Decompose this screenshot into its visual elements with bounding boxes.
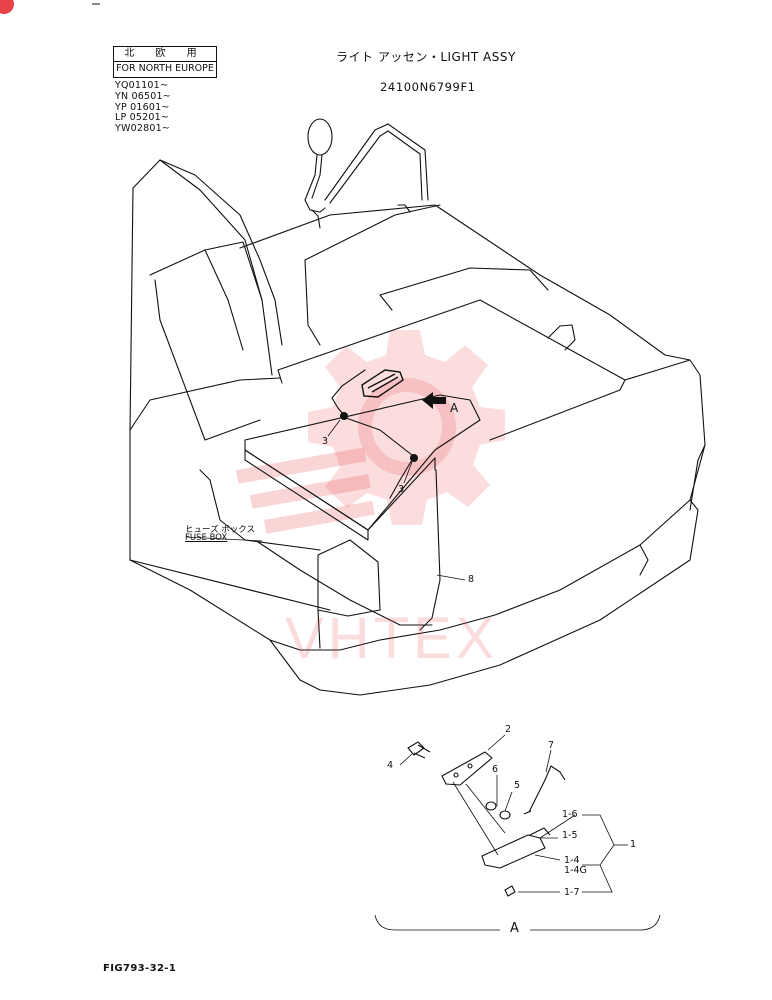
clamp-marks bbox=[340, 412, 418, 462]
machine-outline bbox=[129, 118, 706, 696]
view-a-label: A bbox=[450, 401, 459, 415]
detail-callout-1-6: 1-6 bbox=[562, 809, 578, 820]
main-leaders bbox=[185, 419, 466, 581]
region-box: 北 欧 用 FOR NORTH EUROPE bbox=[113, 46, 217, 78]
detail-a-parts bbox=[407, 741, 566, 897]
detail-callout-5: 5 bbox=[514, 780, 521, 791]
page-title: ライト アッセン・LIGHT ASSY bbox=[336, 50, 516, 64]
detail-callout-1-5: 1-5 bbox=[562, 830, 578, 841]
serial-list: YQ01101~ YN 06501~ YP 01601~ LP 05201~ Y… bbox=[115, 80, 171, 135]
detail-leaders bbox=[374, 734, 661, 931]
callout-8: 8 bbox=[468, 574, 475, 585]
detail-callout-4: 4 bbox=[387, 760, 394, 771]
serial-item: YQ01101~ bbox=[115, 80, 169, 91]
detail-callout-1-7: 1-7 bbox=[564, 887, 580, 898]
detail-callout-7: 7 bbox=[548, 740, 555, 751]
detail-callout-6: 6 bbox=[492, 764, 499, 775]
callout-3-left: 3 bbox=[322, 436, 329, 447]
serial-item: YP 01601~ bbox=[115, 101, 170, 113]
serial-item: YW02801~ bbox=[115, 123, 170, 135]
region-jp: 北 欧 用 bbox=[124, 48, 206, 59]
serial-item: LP 05201~ bbox=[115, 112, 170, 124]
view-arrow bbox=[422, 392, 446, 409]
region-en: FOR NORTH EUROPE bbox=[114, 61, 216, 76]
detail-callout-1-4g: 1-4G bbox=[564, 865, 587, 876]
corner-marker bbox=[0, 0, 14, 14]
watermark-gear bbox=[308, 330, 505, 525]
serial-item: YN 06501~ bbox=[115, 90, 171, 102]
detail-callout-1: 1 bbox=[630, 839, 637, 850]
figure-id: FIG793-32-1 bbox=[103, 963, 177, 974]
watermark-text: VHTEX bbox=[285, 606, 499, 671]
detail-callout-1-4: 1-4 bbox=[564, 855, 580, 866]
work-lamp bbox=[361, 369, 404, 398]
detail-callout-2: 2 bbox=[505, 724, 512, 735]
fuse-box-en: FUSE BOX bbox=[185, 533, 228, 543]
detail-view-label: A bbox=[510, 921, 519, 936]
fuse-box-jp: ヒューズ ボックス bbox=[185, 525, 256, 535]
part-number: 24100N6799F1 bbox=[380, 80, 476, 94]
watermark-stripes bbox=[236, 447, 375, 534]
callout-3-right: 3 bbox=[398, 484, 405, 495]
